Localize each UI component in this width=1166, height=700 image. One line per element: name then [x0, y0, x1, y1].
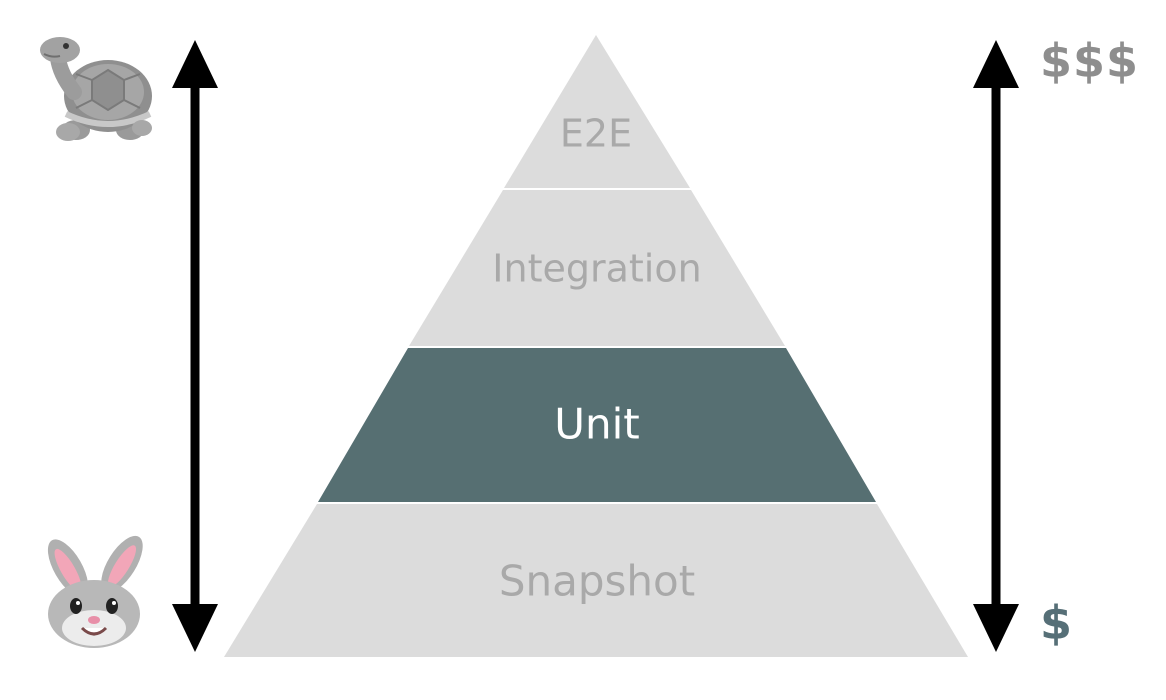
- cost-axis-arrow: [973, 40, 1019, 652]
- speed-axis-arrow: [172, 40, 218, 652]
- pyramid-layer-snapshot: [224, 504, 968, 657]
- pyramid: E2E Integration Unit Snapshot: [224, 35, 968, 657]
- cost-high-label: $$$: [1040, 34, 1140, 88]
- pyramid-layer-integration: [409, 190, 785, 346]
- pyramid-layer-unit: [318, 348, 876, 502]
- rabbit-icon: [47, 535, 143, 648]
- pyramid-layer-e2e: [504, 35, 690, 188]
- cost-low-label: $: [1040, 596, 1073, 650]
- turtle-icon: [40, 37, 152, 141]
- pyramid-layer-label: E2E: [560, 112, 632, 156]
- pyramid-layer-label: Unit: [554, 400, 640, 449]
- pyramid-layer-label: Integration: [492, 247, 701, 291]
- pyramid-layer-label: Snapshot: [499, 557, 695, 606]
